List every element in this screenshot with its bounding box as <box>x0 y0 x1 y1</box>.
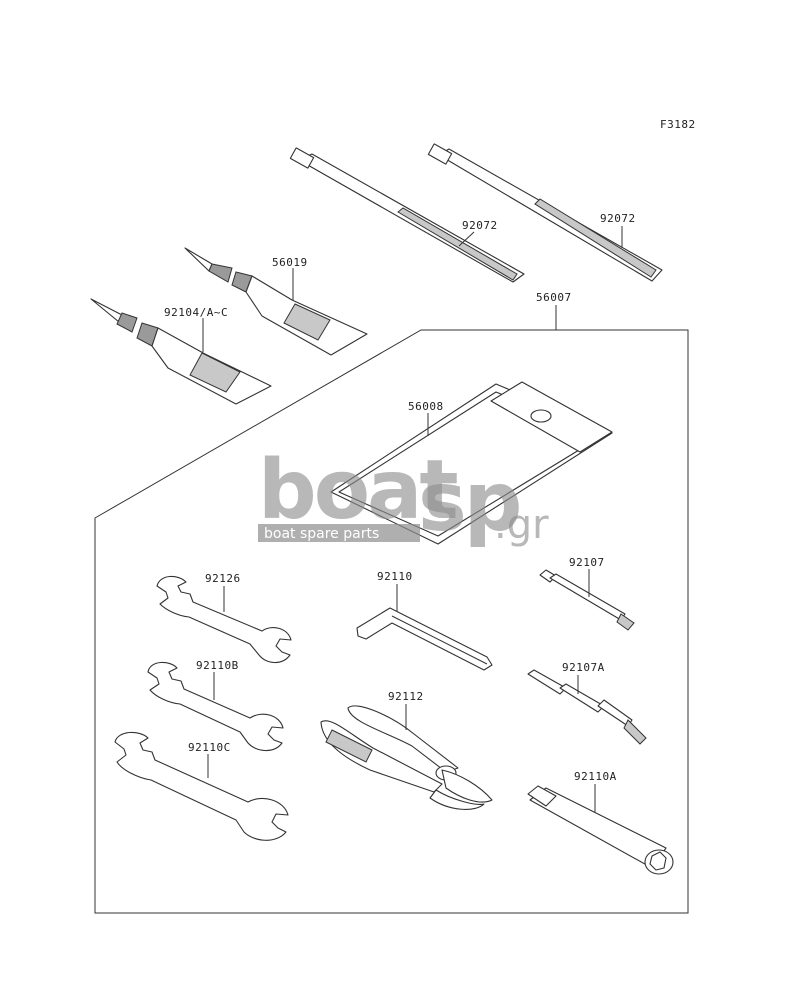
label-cable-tie-b: 92072 <box>600 212 636 225</box>
wrench-middle <box>147 661 284 752</box>
svg-text:boat spare parts: boat spare parts <box>264 526 379 542</box>
screwdriver-bit <box>539 569 635 631</box>
svg-text:.gr: .gr <box>494 502 549 548</box>
label-box-spanner: 92110A <box>574 770 617 783</box>
figure-code: F3182 <box>660 118 696 131</box>
label-pliers: 92112 <box>388 690 424 703</box>
label-screwdriver-handle: 92107A <box>562 661 605 674</box>
label-tool-kit: 56007 <box>536 291 572 304</box>
screwdriver-handle <box>527 669 647 745</box>
label-wrench-middle: 92110B <box>196 659 239 672</box>
pliers <box>320 705 493 810</box>
box-spanner <box>527 785 674 875</box>
hex-key <box>356 607 493 671</box>
label-wrench-top: 92126 <box>205 572 241 585</box>
label-tool-bag: 56008 <box>408 400 444 413</box>
svg-text:sp: sp <box>418 455 520 550</box>
tool-bag <box>330 381 613 545</box>
boatsp-watermark: boat sp .gr boat spare parts <box>258 443 549 550</box>
label-wrench-bottom: 92110C <box>188 741 231 754</box>
cable-tie-b <box>427 143 663 282</box>
label-tube-large: 92104/A~C <box>164 306 228 319</box>
wrench-bottom <box>114 731 289 841</box>
tool-kit-outline <box>94 329 689 914</box>
label-cable-tie-a: 92072 <box>462 219 498 232</box>
label-hex-key: 92110 <box>377 570 413 583</box>
cable-tie-a <box>289 147 525 283</box>
svg-text:boat: boat <box>258 443 457 538</box>
tube-small <box>184 247 368 356</box>
label-tube-small: 56019 <box>272 256 308 269</box>
wrench-top <box>156 575 292 664</box>
cable-tie-a-leader <box>458 231 475 247</box>
label-screwdriver-bit: 92107 <box>569 556 605 569</box>
tube-large <box>90 298 272 405</box>
